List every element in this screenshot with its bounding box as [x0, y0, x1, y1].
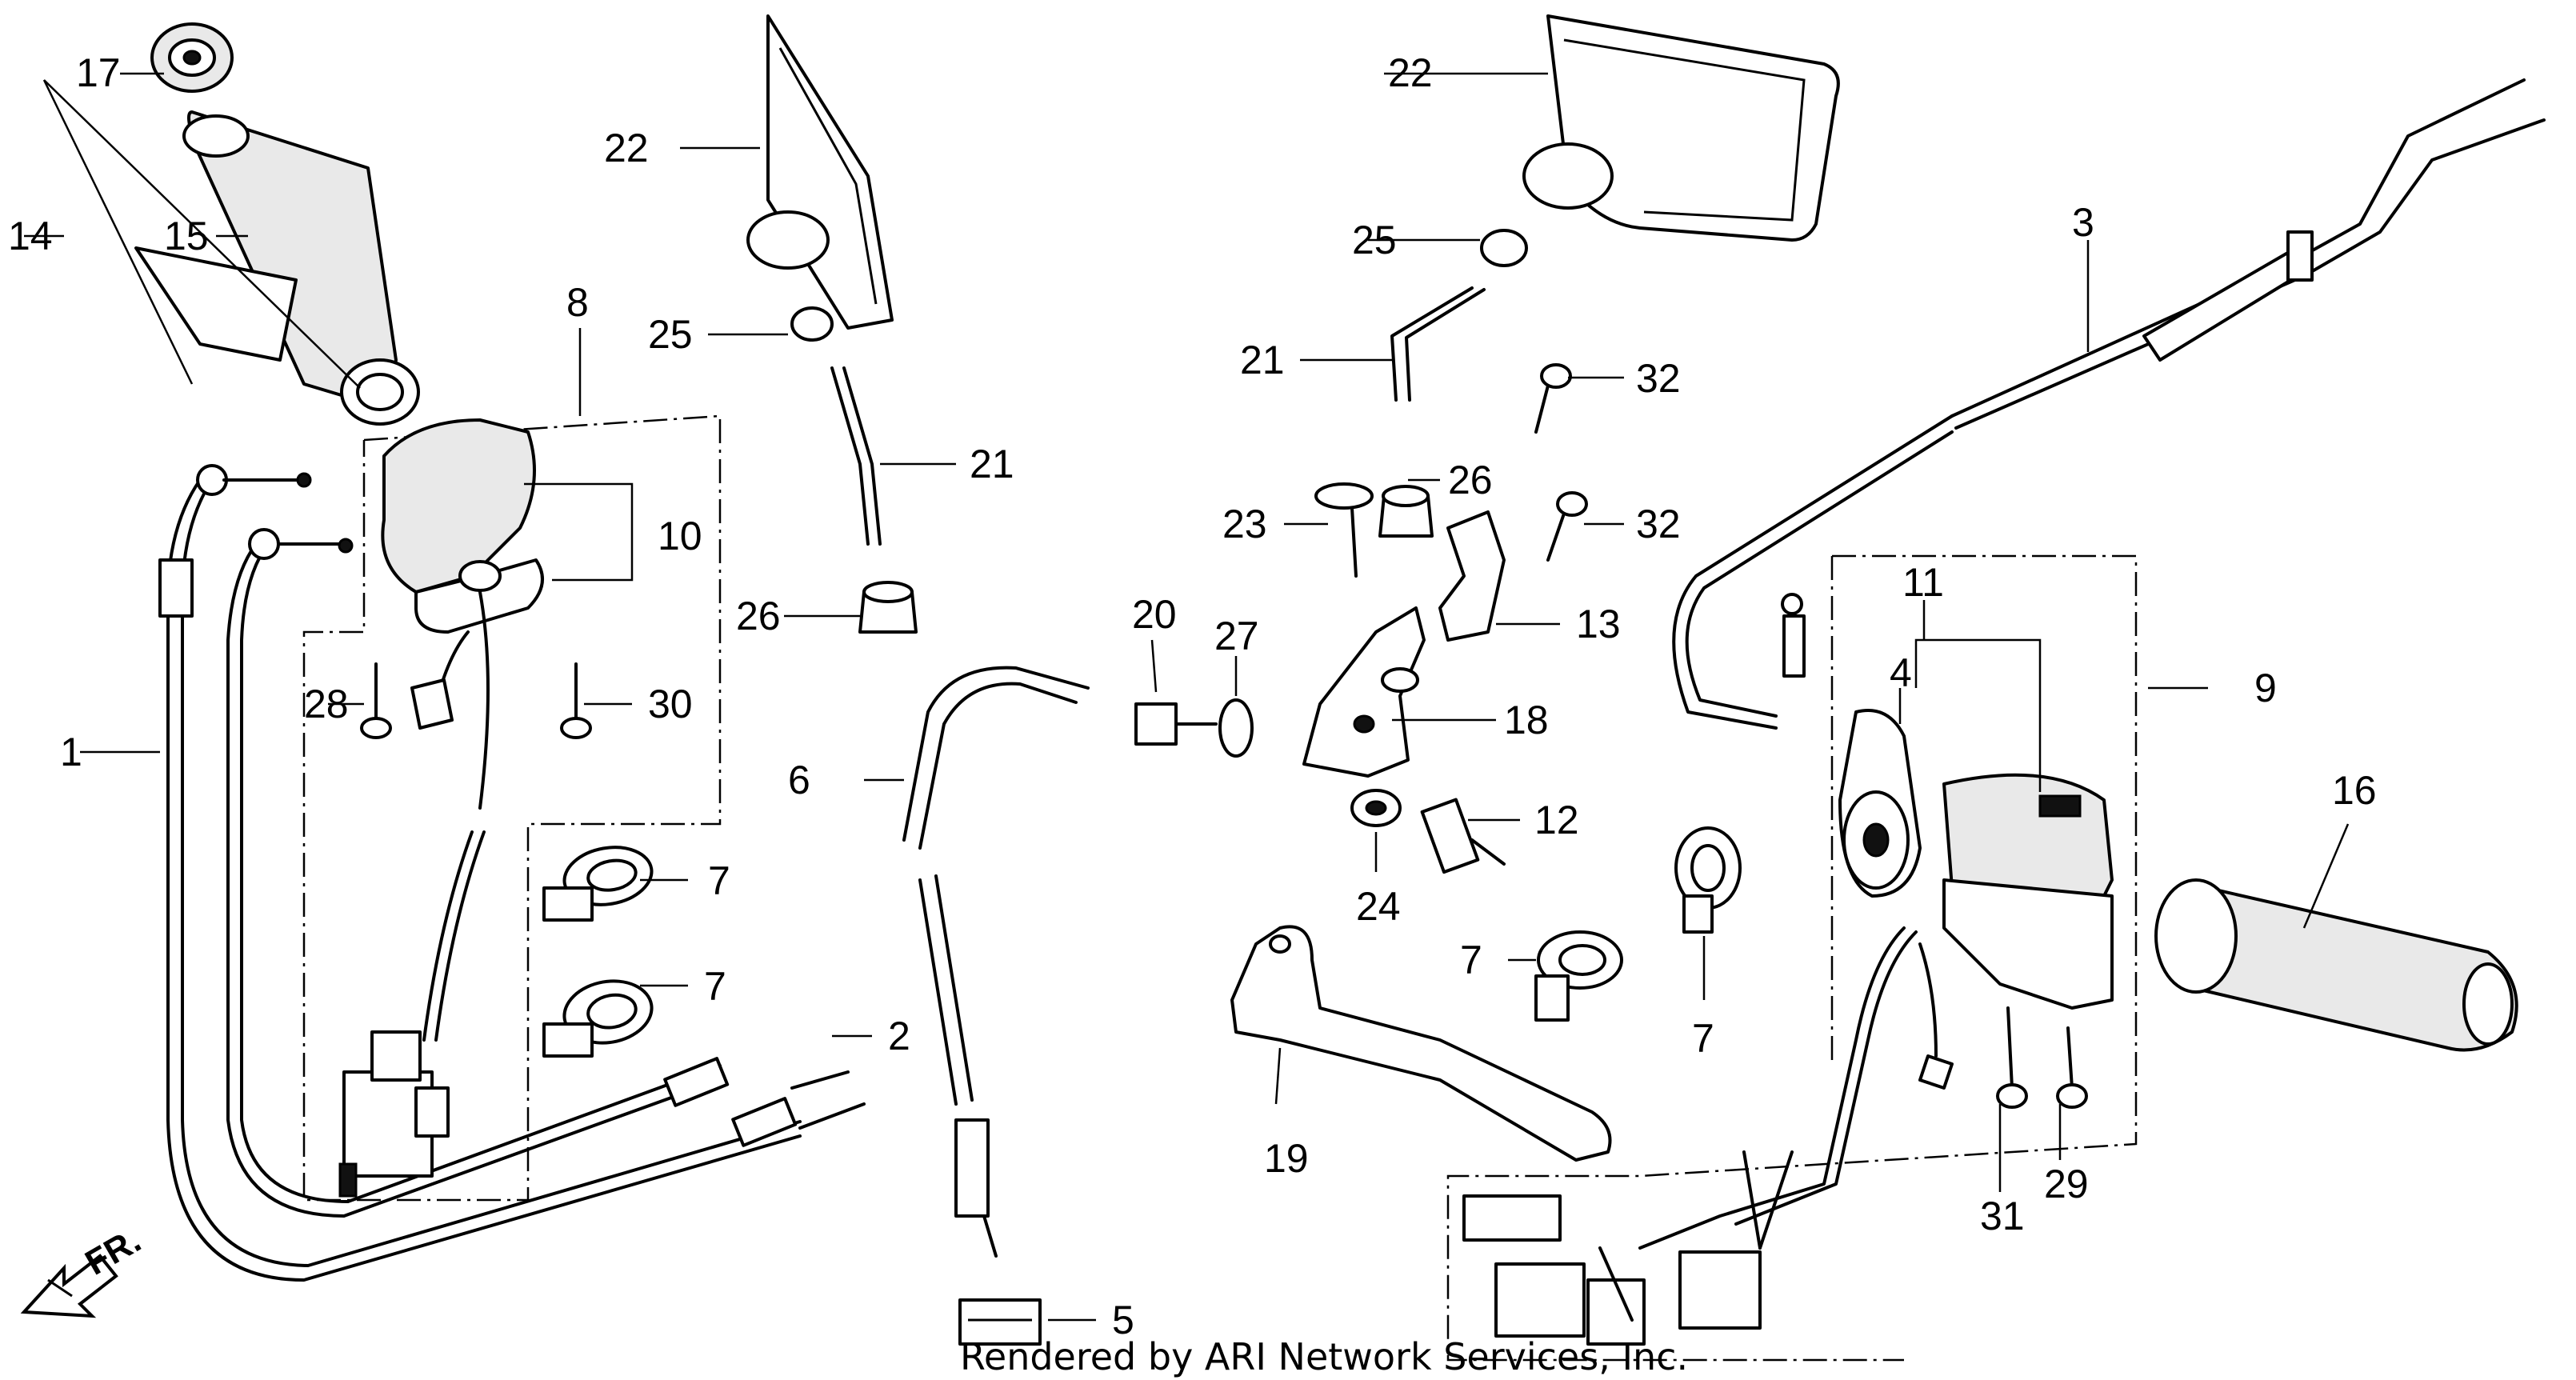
label-30: 30	[648, 682, 693, 726]
cap-nut-part-26-left	[858, 581, 918, 634]
label-27: 27	[1214, 614, 1259, 658]
label-8: 8	[566, 280, 589, 325]
wire-harness-part-9	[1462, 926, 1954, 1346]
throttle-grip-part-15	[134, 110, 420, 426]
screw-part-32a	[1534, 363, 1572, 434]
label-32-a: 32	[1636, 356, 1681, 401]
label-26-left: 26	[736, 594, 781, 638]
lever-bracket-part-18	[1302, 606, 1426, 778]
throttle-cable-part-2	[226, 528, 866, 1218]
screw-part-28	[360, 662, 392, 739]
switch-assembly-box-part-8	[302, 414, 722, 1202]
label-15: 15	[164, 214, 209, 258]
label-28: 28	[304, 682, 349, 726]
screw-part-29	[2056, 1026, 2088, 1109]
label-21-left: 21	[970, 442, 1014, 486]
label-5: 5	[1112, 1298, 1134, 1342]
label-7-b: 7	[704, 964, 726, 1009]
label-14: 14	[8, 214, 53, 258]
label-6: 6	[788, 758, 810, 802]
label-31: 31	[1980, 1194, 2025, 1238]
bolt-part-23	[1314, 482, 1374, 578]
screw-part-32b	[1546, 491, 1588, 562]
label-25-right: 25	[1352, 218, 1397, 262]
cap-nut-part-26-right	[1378, 485, 1434, 538]
label-10: 10	[658, 514, 702, 558]
nut-part-27	[1218, 698, 1254, 758]
label-22-right: 22	[1388, 50, 1433, 95]
mirror-part-22-left	[746, 14, 894, 330]
label-3: 3	[2072, 200, 2094, 245]
mirror-stem-part-21-left	[830, 366, 882, 546]
label-7-d: 7	[1692, 1016, 1714, 1061]
left-switch-housing-part-10	[338, 418, 544, 1198]
label-18: 18	[1504, 698, 1549, 742]
switch-assembly-box-part-9	[1446, 554, 2138, 1362]
label-13: 13	[1576, 602, 1621, 646]
label-29: 29	[2044, 1162, 2089, 1206]
cable-clamp-part-7a	[542, 846, 654, 922]
label-7-a: 7	[708, 858, 730, 903]
part-number-labels: 17 14 15 8 10 28 30 1 7 7 2 22 25 21 26 …	[8, 50, 2377, 1342]
label-21-right: 21	[1240, 338, 1285, 382]
holder-part-13	[1438, 510, 1506, 642]
label-11: 11	[1902, 560, 1944, 605]
leader-lines	[24, 72, 2350, 1322]
throttle-cable-part-1	[158, 464, 802, 1282]
grip-end-cap-part-17	[150, 22, 234, 93]
label-12: 12	[1534, 798, 1579, 842]
nut-part-25-right	[1480, 229, 1528, 267]
label-16: 16	[2332, 768, 2377, 813]
footer-credit: Rendered by ARI Network Services, Inc.	[960, 1335, 1688, 1378]
cable-clamp-part-7c	[1534, 930, 1623, 1022]
cable-clamp-part-7b	[542, 979, 654, 1058]
label-7-c: 7	[1460, 938, 1482, 982]
label-20: 20	[1132, 592, 1177, 637]
cable-clamp-part-7d	[1674, 826, 1742, 934]
label-24: 24	[1356, 884, 1401, 929]
clutch-lever-part-19	[1230, 925, 1612, 1162]
label-26-right: 26	[1448, 458, 1493, 502]
label-2: 2	[888, 1014, 910, 1058]
nut-part-25-left	[790, 306, 834, 342]
label-22-left: 22	[604, 126, 649, 170]
mirror-part-22-right	[1522, 14, 1840, 242]
switch-part-12	[1420, 798, 1506, 874]
clutch-cable-part-6	[902, 666, 1090, 1258]
label-17: 17	[76, 50, 121, 95]
label-32-b: 32	[1636, 502, 1681, 546]
choke-lever-part-4	[1838, 709, 1922, 898]
label-23: 23	[1222, 502, 1267, 546]
label-4: 4	[1890, 650, 1912, 695]
bolt-part-20	[1134, 702, 1218, 746]
label-1: 1	[60, 730, 82, 774]
boot-part-5	[958, 1298, 1042, 1346]
right-switch-housing-part-11	[1942, 773, 2114, 1010]
label-19: 19	[1264, 1136, 1309, 1181]
choke-cable-part-3	[1672, 78, 2546, 730]
label-25-left: 25	[648, 312, 693, 357]
screw-part-31	[1996, 1006, 2028, 1109]
screw-part-30	[560, 662, 592, 739]
grip-part-16	[2154, 878, 2518, 1052]
grommet-part-24	[1350, 789, 1402, 827]
mirror-stem-part-21-right	[1390, 286, 1486, 402]
front-direction-marker: FR.	[20, 1221, 147, 1318]
label-9: 9	[2254, 666, 2277, 710]
